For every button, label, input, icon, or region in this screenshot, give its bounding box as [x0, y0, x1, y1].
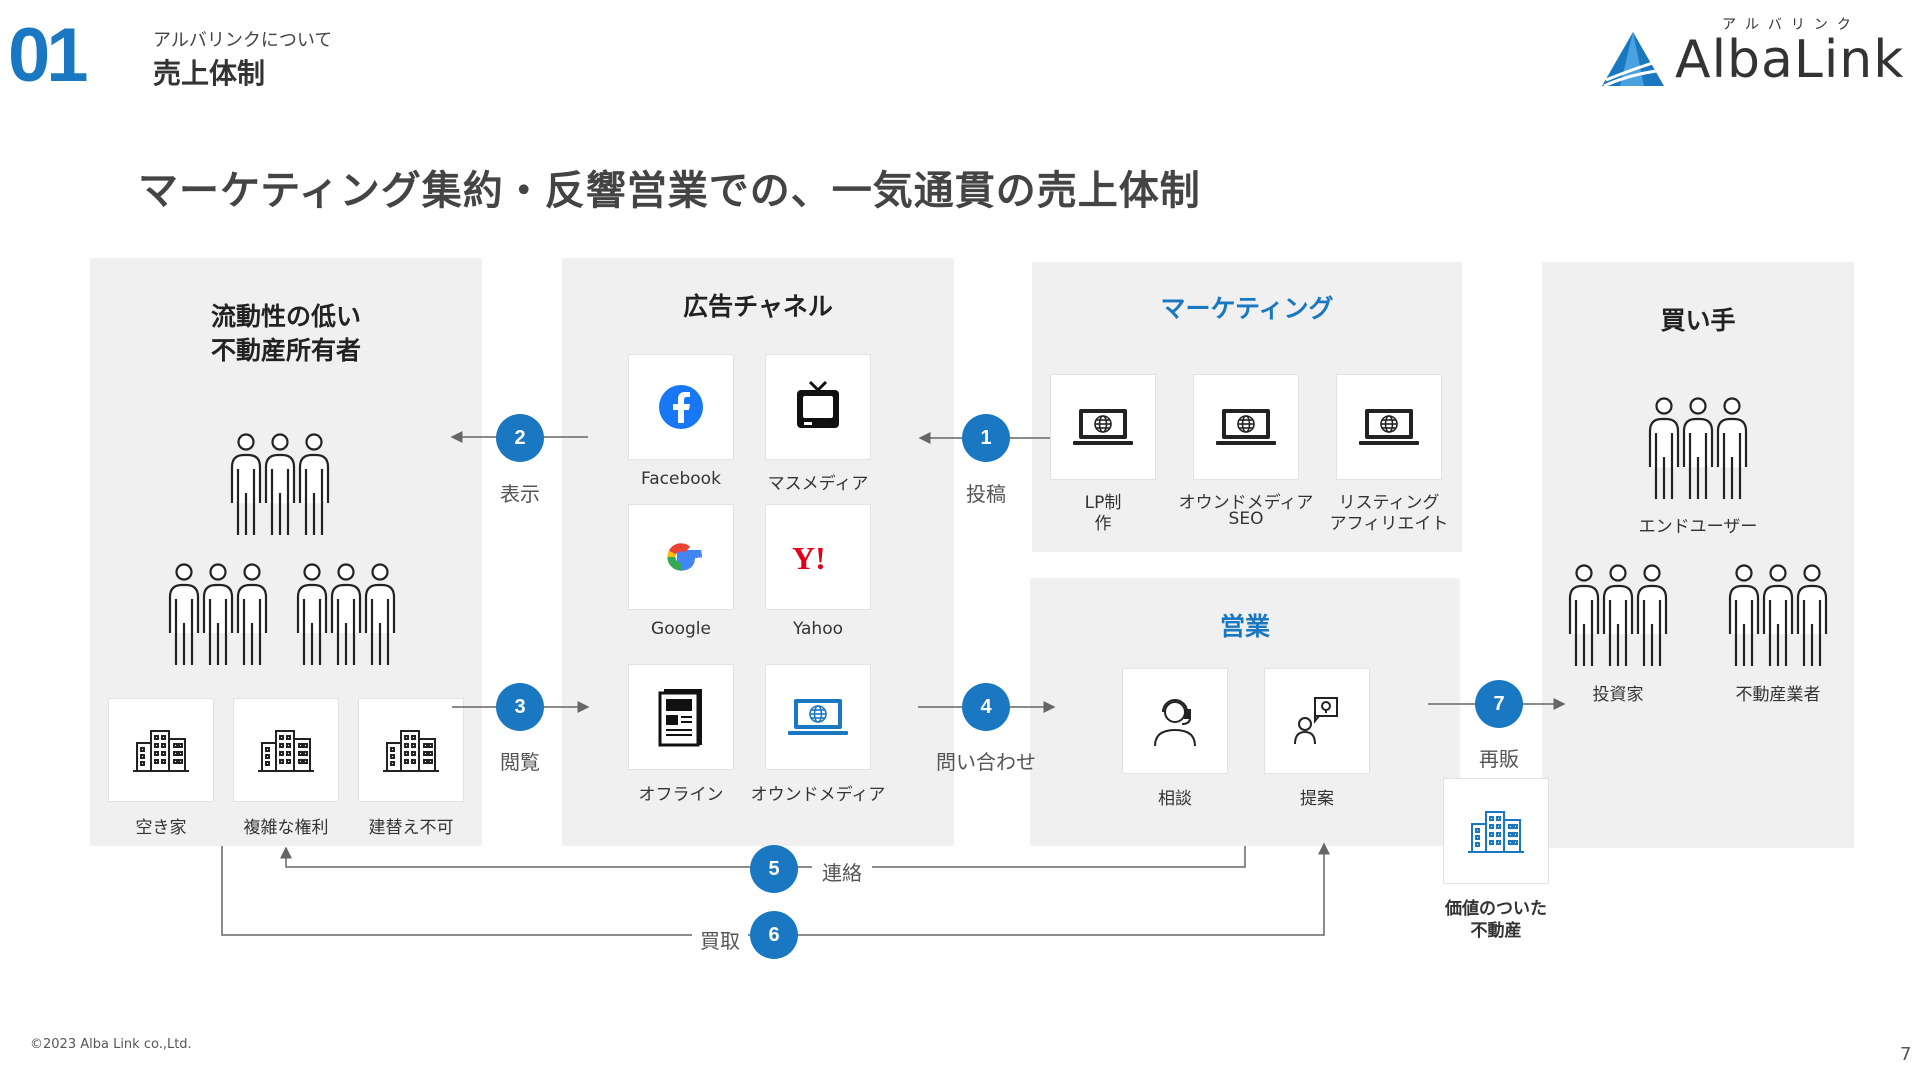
value-property-card	[1443, 778, 1549, 884]
laptop-globe-icon	[1073, 409, 1133, 445]
headset-operator-icon	[1154, 699, 1196, 747]
marketing-panel: マーケティング LP制 作 オウンドメディア SEO リスティング アフィリエイ…	[1032, 262, 1462, 552]
value-property-label: 不動産	[1470, 921, 1522, 941]
marketing-label: リスティング	[1338, 493, 1440, 513]
logo-text: AlbaLink	[1675, 30, 1905, 90]
headline: マーケティング集約・反響営業での、一気通貫の売上体制	[138, 168, 1201, 214]
step-4-badge: 4	[962, 683, 1010, 731]
property-label: 複雑な権利	[243, 818, 329, 838]
step-5-label: 連絡	[812, 857, 872, 886]
step-2-badge: 2	[496, 414, 544, 462]
section-number: 01	[8, 13, 89, 98]
property-card-rights	[233, 698, 339, 802]
channel-card-facebook	[628, 354, 734, 460]
marketing-card-lp	[1050, 374, 1156, 480]
property-label: 空き家	[135, 818, 187, 838]
sales-panel: 営業 相談 提案	[1030, 578, 1460, 846]
value-property-label: 価値のついた	[1445, 899, 1547, 919]
building-icon	[258, 730, 314, 772]
buyer-label: エンドユーザー	[1638, 517, 1758, 537]
copyright: ©2023 Alba Link co.,Ltd.	[30, 1037, 192, 1052]
buyers-title: 買い手	[1660, 306, 1736, 335]
people-group-icon	[290, 563, 402, 672]
owners-title-line2: 不動産所有者	[210, 336, 361, 365]
building-icon	[1468, 811, 1524, 853]
marketing-label: アフィリエイト	[1329, 514, 1449, 534]
step-1-label: 投稿	[966, 482, 1006, 506]
company-logo: アルバリンク AlbaLink	[1600, 10, 1910, 90]
step-2-label: 表示	[500, 482, 540, 506]
owners-panel: 流動性の低い 不動産所有者 空き家 複雑な権利 建替え不可	[90, 258, 482, 846]
channel-label: Facebook	[641, 469, 721, 489]
marketing-card-seo	[1193, 374, 1299, 480]
step-3-label: 閲覧	[500, 750, 540, 774]
channel-label: Yahoo	[792, 619, 844, 639]
channel-label: オウンドメディア	[750, 785, 886, 805]
newspaper-icon	[658, 689, 702, 747]
buyers-panel: 買い手 エンドユーザー 投資家 不動産業者	[1542, 262, 1854, 848]
marketing-card-listing	[1336, 374, 1442, 480]
step-5-badge: 5	[750, 845, 798, 893]
laptop-globe-icon	[1359, 409, 1419, 445]
channel-card-google	[628, 504, 734, 610]
marketing-label: 作	[1094, 514, 1112, 534]
channel-card-yahoo: Y!	[765, 504, 871, 610]
channel-label: マスメディア	[767, 474, 869, 494]
marketing-label: LP制	[1084, 493, 1122, 513]
property-label: 建替え不可	[368, 818, 454, 838]
building-icon	[133, 730, 189, 772]
people-group-icon	[1562, 564, 1674, 673]
building-icon	[383, 730, 439, 772]
svg-text:Y!: Y!	[792, 540, 826, 576]
section-subtitle: アルバリンクについて	[153, 30, 333, 51]
proposal-icon	[1294, 697, 1338, 745]
tv-icon	[797, 380, 839, 428]
facebook-icon	[659, 385, 703, 429]
people-group-icon	[1642, 397, 1754, 506]
channels-panel: 広告チャネル Y! Facebook マスメディア Google Yahoo オ…	[562, 258, 954, 846]
channels-title: 広告チャネル	[683, 292, 833, 321]
step-7-label: 再販	[1479, 747, 1519, 771]
owners-title-line1: 流動性の低い	[210, 302, 361, 331]
property-card-rebuild	[358, 698, 464, 802]
logo-mark-icon	[1602, 32, 1665, 88]
people-group-icon	[224, 433, 336, 542]
marketing-label: オウンドメディア	[1178, 493, 1314, 513]
step-6-badge: 6	[750, 911, 798, 959]
step-3-badge: 3	[496, 683, 544, 731]
step-6-label: 買取	[692, 925, 748, 954]
google-icon	[667, 543, 702, 571]
channel-card-ownedmedia	[765, 664, 871, 770]
property-card-vacant	[108, 698, 214, 802]
sales-label: 提案	[1300, 789, 1334, 809]
step-4-label: 問い合わせ	[936, 750, 1036, 774]
channel-label: オフライン	[638, 785, 724, 805]
page-number: 7	[1900, 1044, 1912, 1065]
people-group-icon	[162, 563, 274, 672]
step-1-badge: 1	[962, 414, 1010, 462]
channel-card-massmedia	[765, 354, 871, 460]
buyer-label: 不動産業者	[1735, 685, 1821, 705]
logo-kana: アルバリンク	[1722, 17, 1860, 33]
buyer-label: 投資家	[1592, 685, 1644, 705]
yahoo-icon: Y!	[792, 540, 826, 576]
step-7-badge: 7	[1475, 680, 1523, 728]
channel-label: Google	[651, 619, 711, 639]
sales-title: 営業	[1219, 612, 1270, 641]
laptop-globe-icon	[1216, 409, 1276, 445]
section-title: 売上体制	[153, 57, 266, 90]
marketing-title: マーケティング	[1160, 294, 1334, 323]
sales-label: 相談	[1158, 789, 1192, 809]
people-group-icon	[1722, 564, 1834, 673]
channel-card-offline	[628, 664, 734, 770]
sales-card-consult	[1122, 668, 1228, 774]
laptop-globe-icon	[788, 699, 848, 735]
sales-card-proposal	[1264, 668, 1370, 774]
marketing-label: SEO	[1228, 509, 1264, 529]
